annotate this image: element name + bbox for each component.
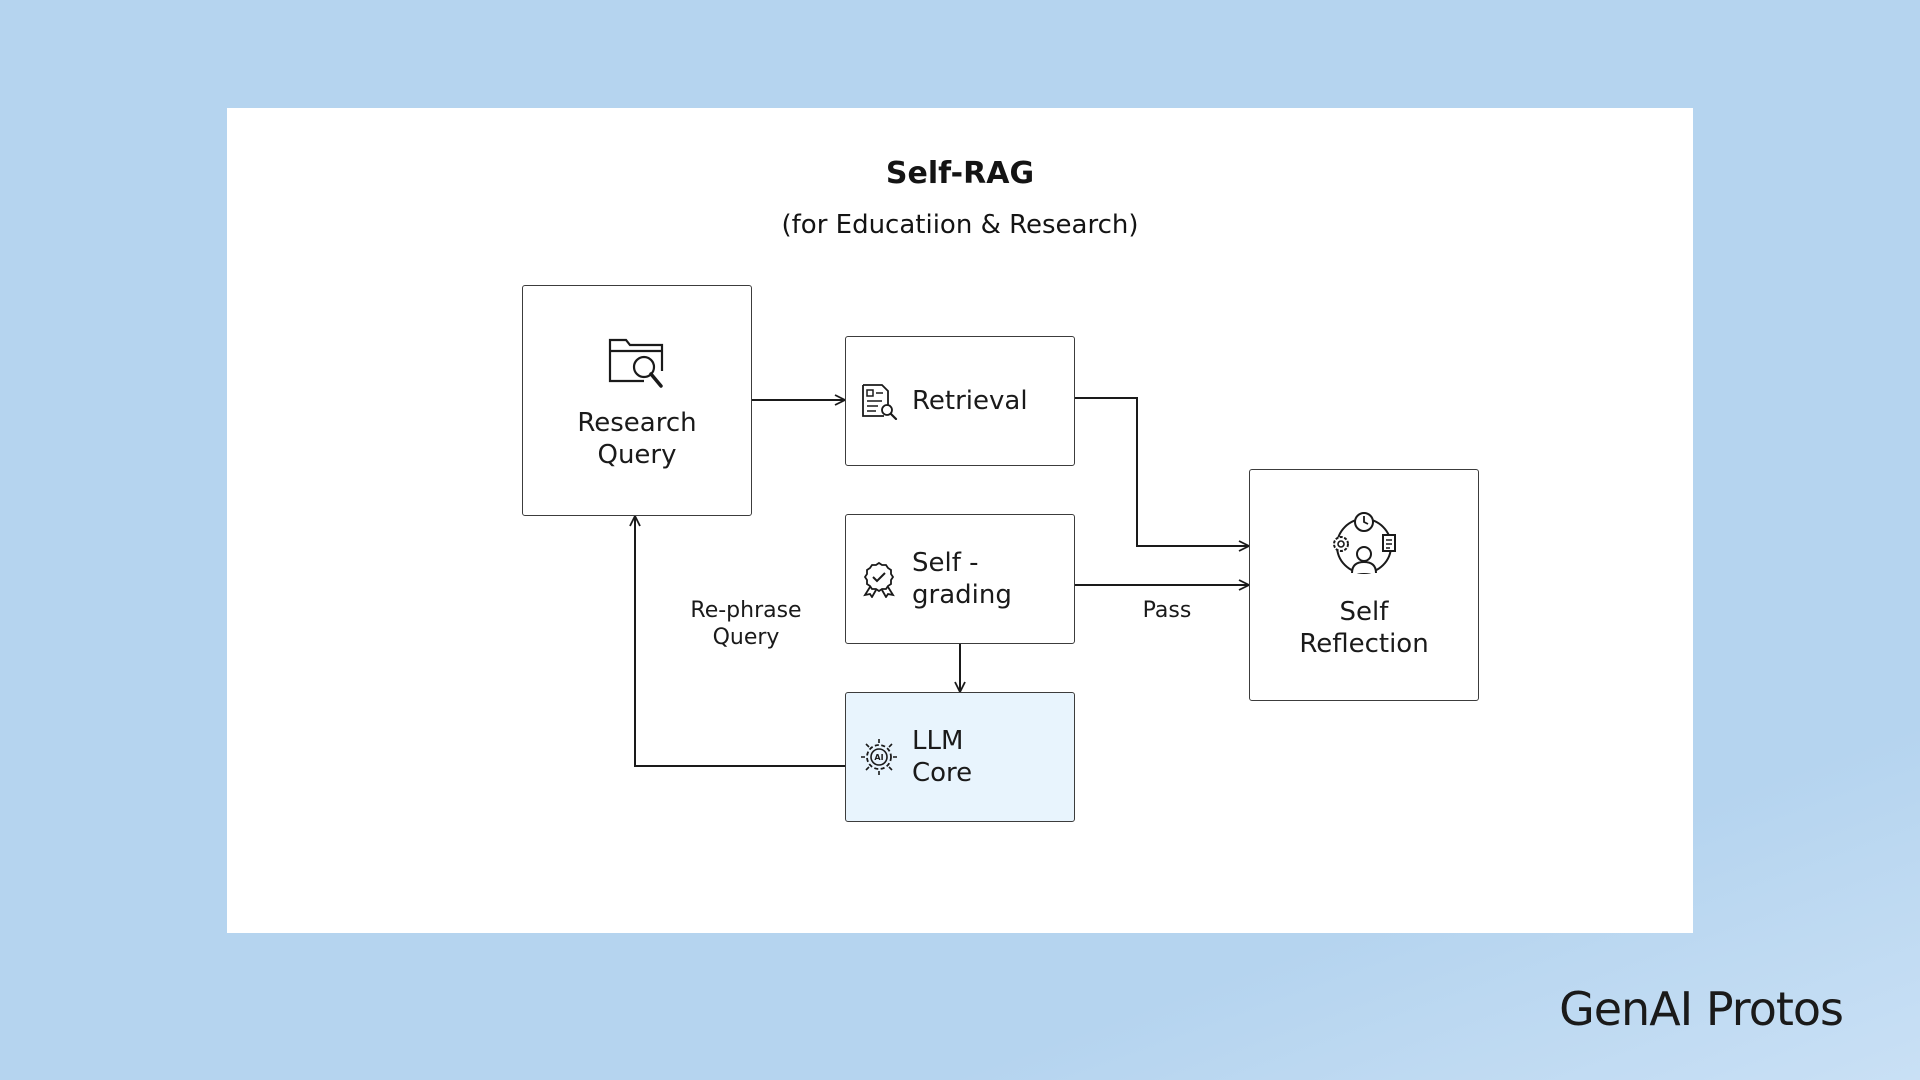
diagram-card: Self-RAG (for Educatiion & Research) Re-… xyxy=(227,108,1693,933)
edge-retrieval-to-reflection xyxy=(1075,397,1249,546)
brand-logo: GenAI Protos xyxy=(1559,982,1844,1036)
edges-layer xyxy=(227,108,1693,767)
edge-llm-to-query xyxy=(635,516,845,767)
award-badge-icon xyxy=(863,561,895,598)
node-self-grading[interactable]: Self - grading xyxy=(845,514,1075,644)
edge-label-pass: Pass xyxy=(1142,598,1192,623)
document-search-icon xyxy=(862,384,898,420)
folder-search-icon xyxy=(608,338,664,388)
diagram-title: Self-RAG xyxy=(885,156,1035,191)
diagram-subtitle: (for Educatiion & Research) xyxy=(781,210,1139,240)
node-retrieval[interactable]: Retrieval xyxy=(845,336,1075,466)
node-label: Self - grading xyxy=(912,548,1012,610)
node-label: LLM Core xyxy=(912,726,973,788)
node-label: Research Query xyxy=(577,407,697,470)
edge-label-rephrase: Re-phrase Query xyxy=(690,598,802,650)
ai-chip-gear-icon: AI xyxy=(861,739,897,775)
person-gear-clock-icon xyxy=(1333,512,1396,574)
node-label: Self Reflection xyxy=(1299,597,1429,659)
node-research-query[interactable]: Research Query xyxy=(522,285,752,516)
node-llm-core[interactable]: AI LLM Core xyxy=(845,692,1075,822)
svg-text:AI: AI xyxy=(874,753,883,762)
node-self-reflection[interactable]: Self Reflection xyxy=(1249,469,1479,701)
node-label: Retrieval xyxy=(912,386,1028,416)
